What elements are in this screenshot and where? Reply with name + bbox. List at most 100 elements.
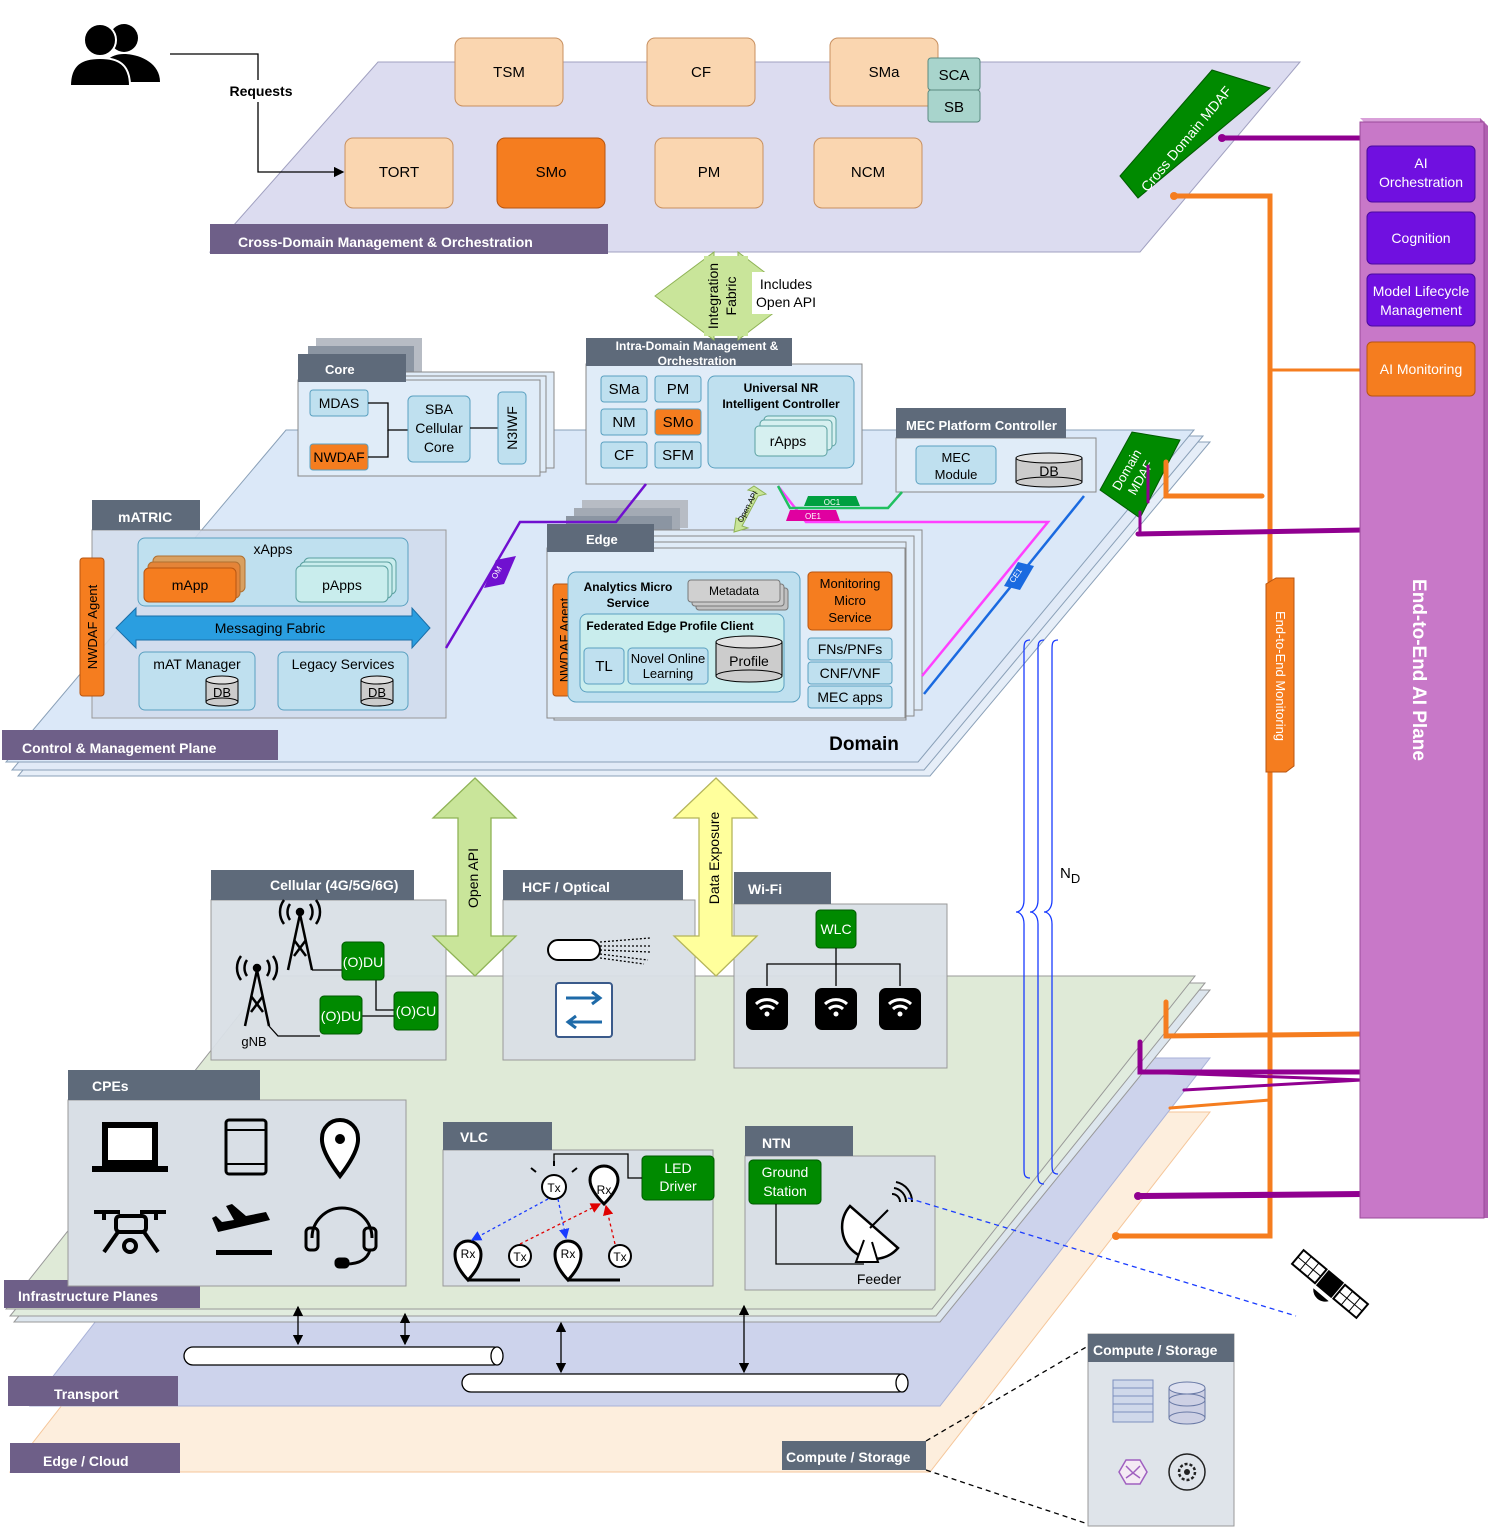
- location-pin-icon: [319, 1118, 361, 1180]
- svg-text:Legacy Services: Legacy Services: [292, 656, 395, 672]
- svg-text:DB: DB: [213, 685, 231, 700]
- svg-text:SMa: SMa: [609, 381, 641, 398]
- svg-text:TL: TL: [595, 658, 613, 675]
- svg-text:NCM: NCM: [851, 164, 885, 181]
- svg-text:Feeder: Feeder: [857, 1271, 902, 1287]
- cdmo-tsm: TSM: [454, 37, 564, 107]
- svg-text:Edge: Edge: [586, 532, 618, 547]
- svg-text:LED: LED: [664, 1160, 691, 1176]
- svg-text:Ground: Ground: [762, 1164, 809, 1180]
- cdmo-ncm: NCM: [813, 137, 923, 209]
- svg-text:Monitoring: Monitoring: [820, 576, 881, 591]
- requests-label: Requests: [229, 83, 292, 99]
- satellite-link: [907, 1197, 1297, 1317]
- intra-nm: NM: [600, 408, 648, 436]
- compute-storage-callout: [925, 1345, 1089, 1525]
- intra-sfm: SFM: [654, 441, 702, 469]
- svg-text:NWDAF: NWDAF: [313, 449, 364, 465]
- svg-text:AI: AI: [1414, 155, 1427, 171]
- svg-text:TSM: TSM: [493, 64, 525, 81]
- cdmo-pm: PM: [654, 137, 764, 209]
- svg-text:Compute / Storage: Compute / Storage: [786, 1449, 911, 1465]
- end-to-end-monitoring: End-to-End Monitoring: [1265, 577, 1295, 773]
- svg-text:Control & Management Plane: Control & Management Plane: [22, 740, 217, 756]
- airplane-takeoff-icon: [212, 1204, 272, 1255]
- svg-text:gNB: gNB: [241, 1034, 266, 1049]
- cell-tower-icon-1: [278, 899, 322, 971]
- svg-text:Includes: Includes: [760, 276, 812, 292]
- ai-connectors: [1112, 134, 1365, 1240]
- laptop-icon: [92, 1122, 168, 1172]
- svg-text:Rx: Rx: [597, 1183, 612, 1197]
- svg-text:Learning: Learning: [643, 666, 694, 681]
- svg-text:CF: CF: [614, 447, 634, 464]
- transport-pipe-2: [461, 1373, 909, 1393]
- cognition: Cognition: [1366, 211, 1476, 265]
- svg-text:CPEs: CPEs: [92, 1078, 129, 1094]
- svg-text:Cellular: Cellular: [415, 420, 463, 436]
- intra-sma: SMa: [600, 375, 648, 403]
- svg-text:Service: Service: [607, 596, 650, 610]
- svg-text:OE1: OE1: [805, 512, 822, 521]
- svg-text:SMa: SMa: [869, 64, 901, 81]
- svg-text:DB: DB: [1039, 463, 1058, 479]
- svg-text:Tx: Tx: [547, 1181, 560, 1195]
- svg-text:VLC: VLC: [460, 1129, 488, 1145]
- sba-cellular-core: SBA Cellular Core: [407, 395, 471, 463]
- svg-text:SFM: SFM: [662, 447, 694, 464]
- svg-text:NTN: NTN: [762, 1135, 791, 1151]
- headset-icon: [304, 1206, 378, 1269]
- svg-text:NM: NM: [612, 414, 635, 431]
- tablet-icon: [224, 1118, 268, 1176]
- model-lifecycle-management: Model Lifecycle Management: [1366, 273, 1476, 327]
- svg-text:SCA: SCA: [939, 67, 970, 84]
- svg-text:Intelligent Controller: Intelligent Controller: [722, 397, 840, 411]
- svg-text:Tx: Tx: [613, 1250, 626, 1264]
- svg-text:WLC: WLC: [820, 921, 851, 937]
- requests-arrow: [170, 53, 345, 178]
- svg-text:Transport: Transport: [54, 1386, 119, 1402]
- compute-storage-tag: Compute / Storage: [782, 1441, 926, 1470]
- cell-tower-icon-2: [235, 955, 279, 1027]
- svg-text:Cellular (4G/5G/6G): Cellular (4G/5G/6G): [270, 877, 398, 893]
- om-interface: OM: [484, 556, 516, 588]
- svg-text:MDAS: MDAS: [319, 395, 359, 411]
- cdmo-sca: SCA: [927, 57, 981, 91]
- svg-text:HCF / Optical: HCF / Optical: [522, 879, 610, 895]
- edge-cloud-label: Edge / Cloud: [10, 1443, 180, 1473]
- data-exposure-arrow: Data Exposure: [672, 777, 759, 977]
- svg-text:SB: SB: [944, 99, 964, 116]
- intra-smo: SMo: [654, 408, 702, 436]
- ntn-panel: NTN Ground Station Feeder: [744, 1126, 936, 1291]
- ai-plane: End-to-End AI Plane AI Orchestration Cog…: [1359, 118, 1488, 1219]
- svg-text:MEC Platform Controller: MEC Platform Controller: [906, 418, 1057, 433]
- oe1-interface: OE1: [786, 510, 840, 521]
- mec-apps: MEC apps: [807, 685, 893, 709]
- xapps-group: xApps mApp pApps: [137, 537, 409, 607]
- svg-text:SMo: SMo: [536, 164, 567, 181]
- matric-panel: mATRIC NWDAF Agent xApps mApp pApps Mess…: [79, 500, 447, 719]
- users-icon: [68, 23, 160, 87]
- svg-text:(O)CU: (O)CU: [396, 1003, 436, 1019]
- svg-text:TORT: TORT: [379, 164, 419, 181]
- wifi-ap-icon-3: [879, 988, 921, 1030]
- cdmo-sb: SB: [927, 89, 981, 123]
- svg-text:Wi-Fi: Wi-Fi: [748, 881, 782, 897]
- svg-text:Cross-Domain Management & Orch: Cross-Domain Management & Orchestration: [238, 234, 533, 250]
- mec-platform-controller: MEC Platform Controller MEC Module DB: [895, 408, 1097, 493]
- svg-text:Core: Core: [424, 439, 455, 455]
- svg-text:Messaging Fabric: Messaging Fabric: [215, 620, 326, 636]
- database-icon: [1168, 1381, 1206, 1425]
- svg-text:xApps: xApps: [254, 541, 293, 557]
- legacy-services: Legacy Services DB: [277, 651, 409, 711]
- satellite-dish-icon: [840, 1181, 914, 1263]
- svg-text:OC1: OC1: [824, 498, 841, 507]
- universal-nr-ric: Universal NR Intelligent Controller rApp…: [707, 375, 855, 469]
- svg-text:Driver: Driver: [659, 1178, 697, 1194]
- svg-text:Rx: Rx: [461, 1247, 476, 1261]
- odu-2: (O)DU: [319, 995, 363, 1035]
- mec-module: MEC Module: [915, 445, 997, 485]
- mat-manager: mAT Manager DB: [138, 651, 256, 711]
- svg-text:DB: DB: [368, 685, 386, 700]
- mdas: MDAS: [309, 389, 369, 417]
